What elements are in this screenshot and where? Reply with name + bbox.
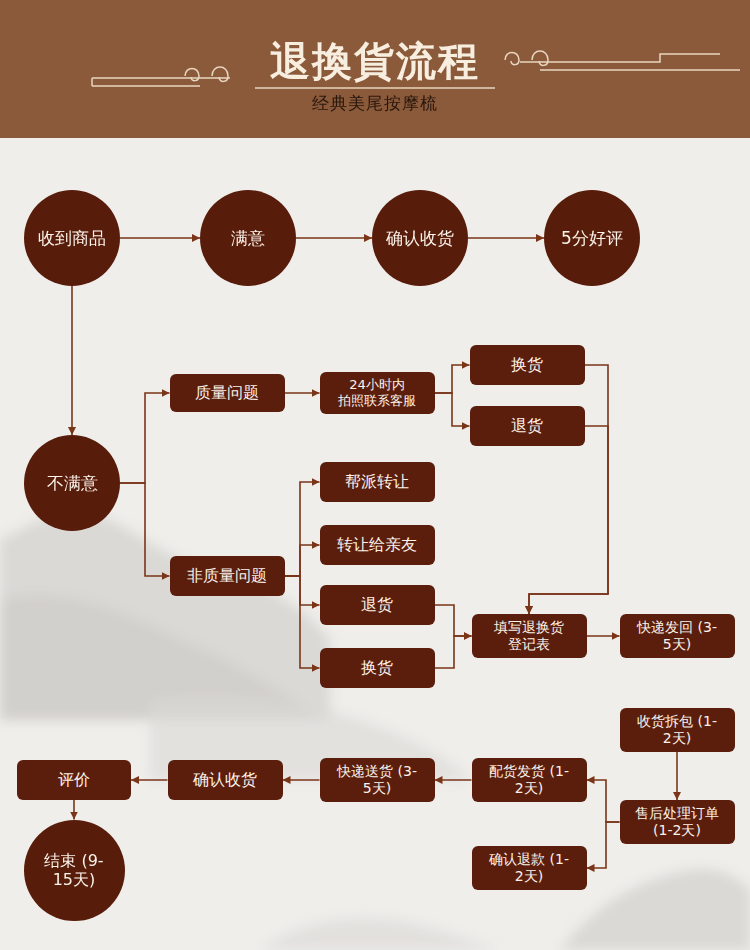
text-wrap: 确认退款 (1-2天): [484, 851, 575, 885]
step-circle: 确认收货: [372, 190, 468, 286]
flow-arrow: [285, 545, 320, 576]
step-circle: 5分好评: [544, 190, 640, 286]
node-text: 退货: [511, 416, 543, 435]
node-text: 配货发货 (1-2天): [484, 763, 575, 797]
flow-arrow: [120, 237, 200, 239]
node-text: 快递送货 (3-5天): [332, 763, 423, 797]
node-text: 满意: [231, 228, 265, 248]
flow-arrow: [435, 605, 472, 636]
flow-arrow: [131, 779, 168, 781]
flow-arrow: [285, 576, 320, 605]
process-box: 售后处理订单 (1-2天): [620, 800, 735, 844]
flow-arrow: [296, 237, 372, 239]
flow-arrow: [529, 365, 608, 614]
flow-arrow: [435, 636, 472, 668]
node-text: 确认收货: [193, 770, 257, 789]
process-box: 快递发回 (3-5天): [620, 614, 735, 658]
text-wrap: 收到商品: [32, 228, 112, 248]
flow-arrow: [468, 237, 544, 239]
step-circle: 满意: [200, 190, 296, 286]
flow-arrow: [120, 393, 170, 483]
node-text: 质量问题: [195, 383, 259, 402]
process-box: 确认退款 (1-2天): [472, 846, 587, 890]
node-text: 结束 (9-15天): [34, 851, 114, 889]
flow-arrow: [435, 393, 470, 426]
node-text: 退货: [361, 595, 393, 614]
text-wrap: 24小时内 拍照联系客服: [332, 377, 423, 409]
text-wrap: 评价: [24, 770, 124, 789]
text-wrap: 确认收货: [175, 770, 275, 789]
node-text: 转让给亲友: [337, 535, 417, 554]
process-box: 快递送货 (3-5天): [320, 758, 435, 802]
step-circle: 结束 (9-15天): [24, 820, 125, 921]
text-wrap: 帮派转让: [327, 472, 427, 491]
process-box: 24小时内 拍照联系客服: [320, 372, 435, 414]
flow-arrow: [285, 576, 320, 668]
process-box: 非质量问题: [170, 556, 285, 596]
process-box: 退货: [470, 406, 585, 446]
process-box: 收货拆包 (1-2天): [620, 708, 735, 752]
text-wrap: 结束 (9-15天): [34, 851, 114, 889]
flow-arrow: [587, 635, 620, 637]
process-box: 填写退换货 登记表: [472, 614, 587, 658]
text-wrap: 非质量问题: [177, 566, 277, 585]
flow-arrow: [285, 392, 320, 394]
text-wrap: 快递送货 (3-5天): [332, 763, 423, 797]
text-wrap: 转让给亲友: [327, 535, 427, 554]
text-wrap: 填写退换货 登记表: [484, 619, 575, 653]
process-box: 配货发货 (1-2天): [472, 758, 587, 802]
subtitle: 经典美尾按摩梳: [0, 92, 750, 115]
flow-arrow: [587, 780, 620, 822]
flow-arrow: [285, 482, 320, 576]
flow-arrow: [73, 800, 75, 820]
text-wrap: 收货拆包 (1-2天): [632, 713, 723, 747]
node-text: 评价: [58, 770, 90, 789]
text-wrap: 满意: [208, 228, 288, 248]
node-text: 不满意: [47, 473, 98, 493]
flow-arrow: [435, 779, 472, 781]
flow-arrow: [676, 752, 678, 800]
flow-arrow: [283, 779, 320, 781]
process-box: 确认收货: [168, 760, 283, 800]
text-wrap: 快递发回 (3-5天): [632, 619, 723, 653]
process-box: 换货: [470, 345, 585, 385]
node-text: 确认收货: [386, 228, 454, 248]
node-text: 填写退换货 登记表: [484, 619, 575, 653]
text-wrap: 确认收货: [380, 228, 460, 248]
flow-arrow: [71, 286, 73, 435]
node-text: 24小时内 拍照联系客服: [332, 377, 423, 408]
step-circle: 收到商品: [24, 190, 120, 286]
node-text: 售后处理订单 (1-2天): [632, 805, 723, 839]
text-wrap: 5分好评: [552, 228, 632, 248]
text-wrap: 换货: [327, 658, 427, 677]
process-box: 换货: [320, 648, 435, 688]
flow-arrow: [587, 822, 620, 868]
node-text: 换货: [511, 355, 543, 374]
flow-arrow: [529, 426, 608, 614]
process-box: 退货: [320, 585, 435, 625]
text-wrap: 退货: [477, 416, 577, 435]
node-text: 非质量问题: [187, 566, 267, 585]
process-box: 转让给亲友: [320, 525, 435, 565]
node-text: 帮派转让: [345, 472, 409, 491]
node-text: 收货拆包 (1-2天): [632, 713, 723, 747]
text-wrap: 不满意: [32, 473, 112, 493]
process-box: 帮派转让: [320, 462, 435, 502]
node-text: 收到商品: [38, 228, 106, 248]
node-text: 换货: [361, 658, 393, 677]
node-text: 快递发回 (3-5天): [632, 619, 723, 653]
text-wrap: 配货发货 (1-2天): [484, 763, 575, 797]
flow-arrow: [435, 365, 470, 393]
flow-arrow: [120, 483, 170, 576]
text-wrap: 售后处理订单 (1-2天): [632, 805, 723, 839]
text-wrap: 退货: [327, 595, 427, 614]
text-wrap: 换货: [477, 355, 577, 374]
process-box: 评价: [17, 760, 131, 800]
node-text: 确认退款 (1-2天): [484, 851, 575, 885]
text-wrap: 质量问题: [177, 383, 277, 402]
process-box: 质量问题: [170, 374, 285, 412]
page-title: 退換貨流程: [0, 34, 750, 89]
step-circle: 不满意: [24, 435, 120, 531]
node-text: 5分好评: [561, 228, 623, 248]
